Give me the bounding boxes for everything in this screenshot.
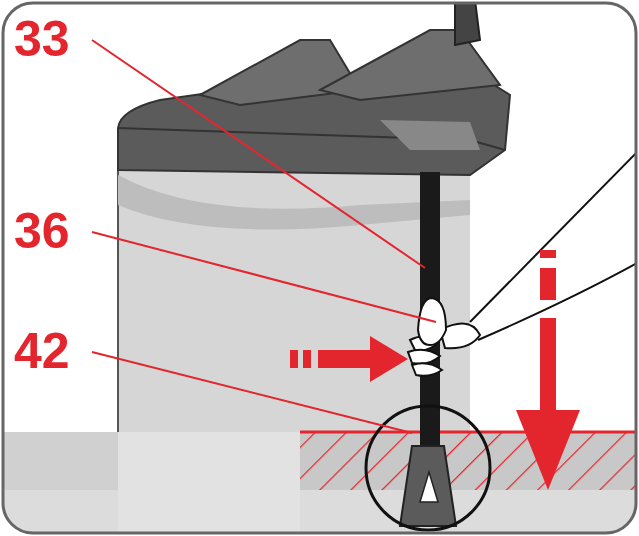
finger — [412, 363, 442, 375]
floor-top — [300, 432, 636, 490]
arrow-dash — [540, 268, 556, 300]
detail-circle — [366, 406, 490, 530]
arrow-dash — [290, 350, 298, 368]
finger — [408, 350, 440, 364]
callout-number: 42 — [14, 326, 70, 376]
foot-hole — [420, 472, 438, 502]
lower-arrow — [516, 318, 580, 490]
leader-line — [92, 352, 412, 433]
floor-hatch — [300, 432, 636, 490]
arrow-dash — [540, 250, 556, 258]
floor-front — [3, 490, 636, 533]
frame-border — [3, 3, 636, 533]
callout-number: 36 — [14, 206, 70, 256]
arm-outline — [470, 150, 636, 322]
leader-line — [92, 232, 436, 322]
shell-body — [118, 170, 470, 533]
push-arrow — [318, 336, 408, 382]
arm-outline — [478, 262, 636, 340]
callout-number: 33 — [14, 14, 70, 64]
floor-line — [300, 431, 636, 434]
shell-foot — [118, 432, 300, 533]
leg-foot — [400, 446, 456, 526]
seat-pad — [380, 120, 480, 150]
leader-line — [92, 40, 425, 268]
shell-shadow — [118, 175, 470, 230]
seat-handle — [455, 3, 480, 45]
seat-ridge — [200, 40, 360, 105]
arrow-dash — [303, 350, 311, 368]
